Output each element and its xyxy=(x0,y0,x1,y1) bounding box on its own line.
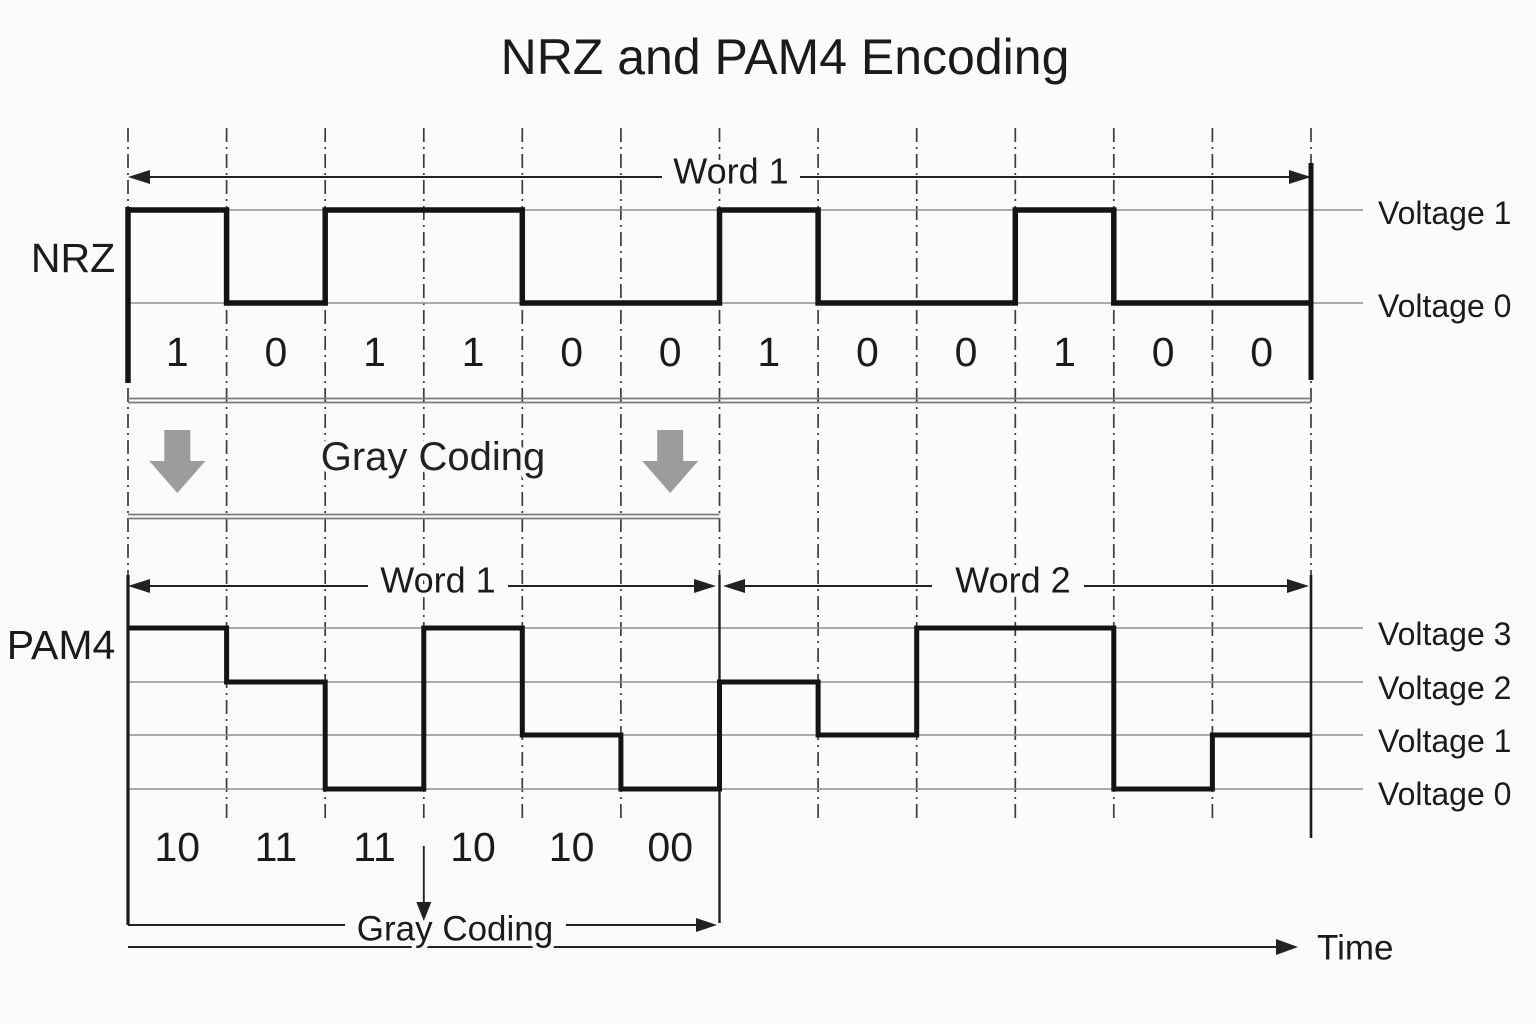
pam4-symbol-label: 10 xyxy=(549,824,595,870)
gray-coding-top-label: Gray Coding xyxy=(321,435,546,479)
nrz-word1-left-arrowhead-icon xyxy=(128,170,150,184)
nrz-word1-label: Word 1 xyxy=(673,151,788,192)
pam4-voltage0-label: Voltage 0 xyxy=(1378,776,1511,812)
nrz-bit-label: 0 xyxy=(856,329,879,375)
nrz-bit-label: 1 xyxy=(166,329,189,375)
nrz-bit-label: 0 xyxy=(1250,329,1273,375)
nrz-word1-span xyxy=(128,170,1311,184)
voltage-gridlines xyxy=(128,209,1363,790)
gray-down-block-arrow-right-icon xyxy=(642,430,699,493)
separator-lines xyxy=(128,397,1311,520)
nrz-bit-label: 1 xyxy=(1053,329,1076,375)
nrz-waveform xyxy=(128,207,1311,306)
nrz-bit-label: 1 xyxy=(462,329,485,375)
gray-coding-block-arrows xyxy=(149,430,699,493)
pam4-section-label: PAM4 xyxy=(7,622,116,668)
time-axis-label: Time xyxy=(1317,929,1393,968)
nrz-voltage0-label: Voltage 0 xyxy=(1378,288,1511,324)
nrz-bit-labels: 1 0 1 1 0 0 1 0 0 1 0 0 xyxy=(161,325,1277,380)
nrz-bit-label: 1 xyxy=(363,329,386,375)
pam4-symbol-label: 00 xyxy=(647,824,693,870)
gray-coding-bottom-label: Gray Coding xyxy=(357,910,553,949)
pam4-symbol-label: 10 xyxy=(154,824,200,870)
nrz-voltage1-label: Voltage 1 xyxy=(1378,195,1511,231)
nrz-word1-right-arrowhead-icon xyxy=(1289,170,1311,184)
pam4-word2-left-arrowhead-icon xyxy=(723,579,745,593)
nrz-bit-label: 0 xyxy=(1152,329,1175,375)
pam4-word2-right-arrowhead-icon xyxy=(1287,579,1309,593)
pam4-word1-label: Word 1 xyxy=(380,560,495,601)
pam4-voltage1-label: Voltage 1 xyxy=(1378,723,1511,759)
pam4-waveform xyxy=(128,625,1311,792)
time-axis-arrowhead-icon xyxy=(1276,939,1298,955)
time-axis xyxy=(128,939,1298,955)
pam4-word1-right-arrowhead-icon xyxy=(694,579,716,593)
nrz-bit-label: 1 xyxy=(757,329,780,375)
nrz-bit-label: 0 xyxy=(659,329,682,375)
pam4-symbol-label: 11 xyxy=(353,824,396,870)
nrz-section-label: NRZ xyxy=(31,235,115,281)
pam4-word1-left-arrowhead-icon xyxy=(128,579,150,593)
pam4-word2-label: Word 2 xyxy=(955,560,1070,601)
nrz-bit-label: 0 xyxy=(955,329,978,375)
gray-coding-down-arrowhead-icon xyxy=(416,902,432,921)
gray-coding-bottom-arrowhead-icon xyxy=(696,918,717,932)
nrz-bit-label: 0 xyxy=(560,329,583,375)
pam4-symbol-label: 11 xyxy=(255,824,298,870)
pam4-voltage3-label: Voltage 3 xyxy=(1378,616,1511,652)
pam4-symbol-labels: 10 11 11 10 10 00 xyxy=(150,820,698,875)
pam4-voltage2-label: Voltage 2 xyxy=(1378,670,1511,706)
pam4-symbol-label: 10 xyxy=(450,824,496,870)
pam4-word-spans xyxy=(128,579,1309,593)
diagram-title: NRZ and PAM4 Encoding xyxy=(501,29,1070,85)
nrz-bit-label: 0 xyxy=(264,329,287,375)
gray-down-block-arrow-left-icon xyxy=(149,430,206,493)
bottom-gray-coding-annotation xyxy=(128,846,717,932)
